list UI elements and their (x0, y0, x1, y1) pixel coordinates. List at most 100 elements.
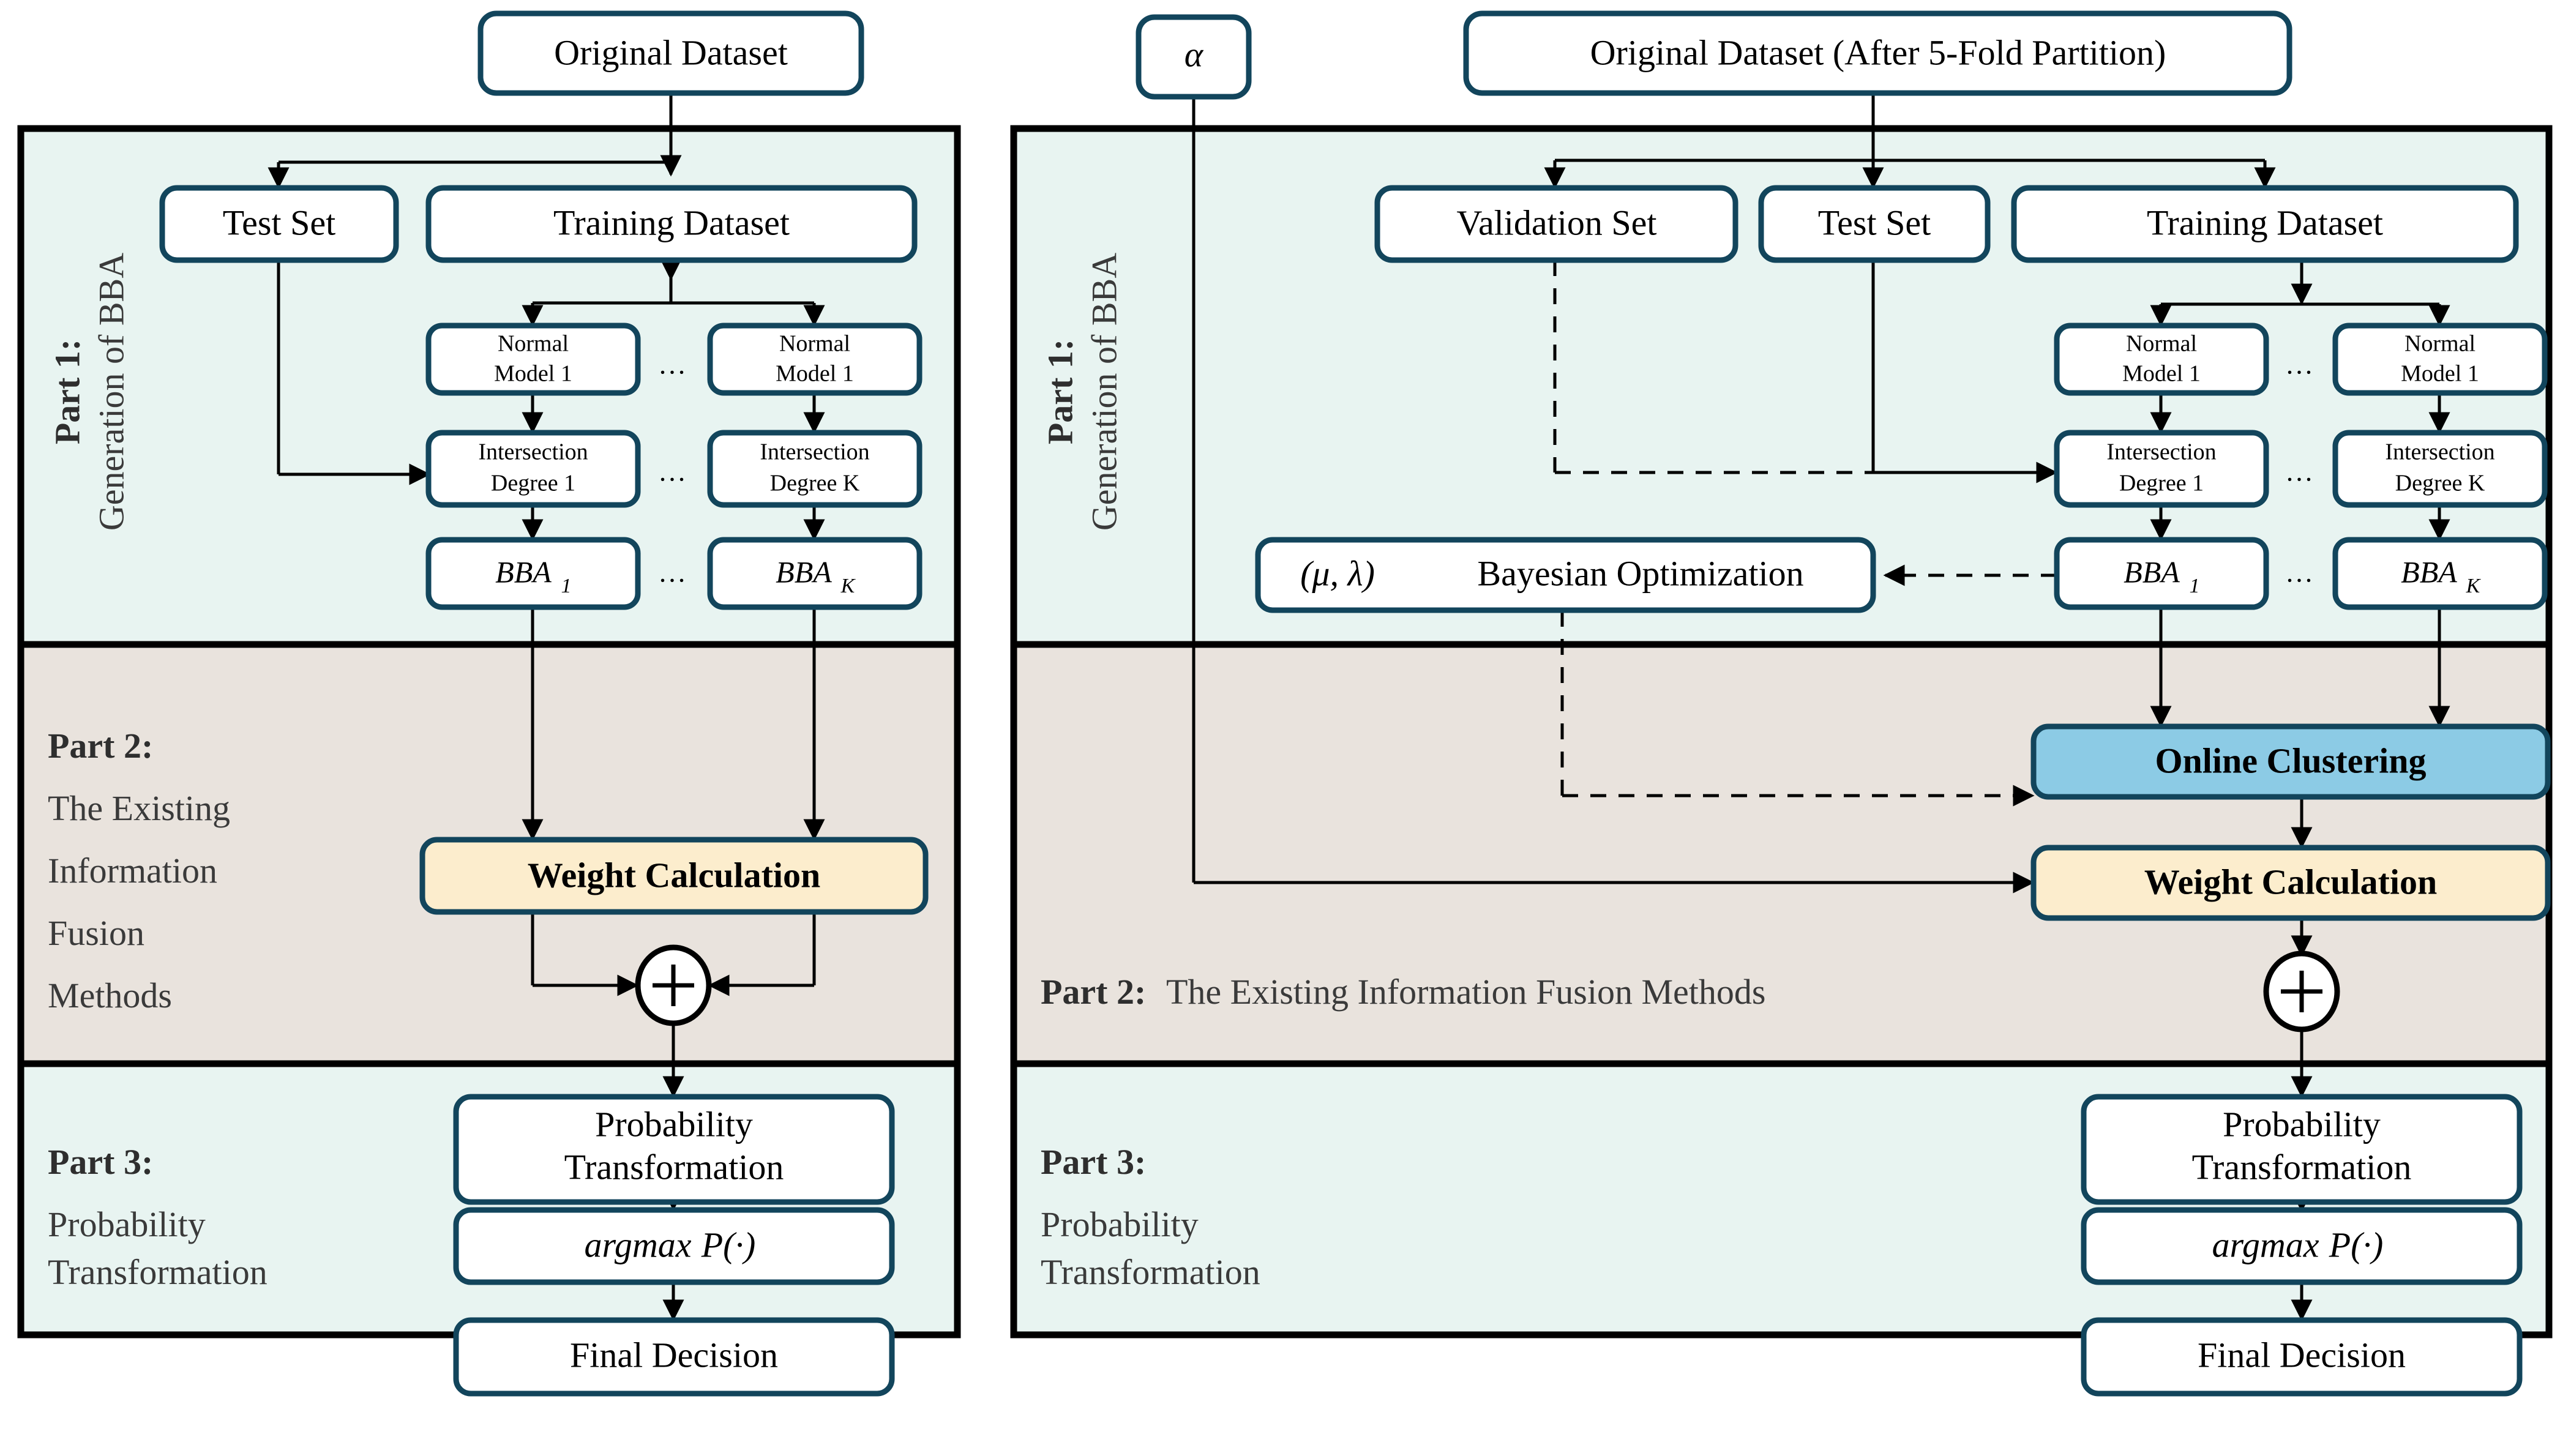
left-argmax-p: P(·) (701, 1225, 756, 1264)
right-weight-calculation-label: Weight Calculation (2144, 862, 2438, 902)
left-normal-model-k-line1: Normal (779, 331, 850, 357)
left-prob-transform-line1: Probability (595, 1104, 753, 1144)
right-panel-border (1010, 125, 2553, 1338)
left-bba-1-label: BBA (495, 554, 552, 589)
left-box-bba-k[interactable]: BBA K (707, 537, 922, 610)
right-part2-label-rest: The Existing Information Fusion Methods (1166, 972, 1766, 1012)
left-bba-ellipsis: ... (659, 557, 688, 588)
left-sum-node (635, 944, 712, 1026)
left-part3-label-bold: Part 3: (48, 1142, 153, 1182)
right-box-intersection-degree-k[interactable]: Intersection Degree K (2332, 430, 2548, 508)
left-test-set-label: Test Set (223, 203, 335, 242)
left-part2-label: Part 2: The Existing Information Fusion … (48, 726, 230, 1015)
right-box-argmax[interactable]: argmax P(·) (2081, 1207, 2523, 1285)
left-training-dataset-label: Training Dataset (553, 203, 790, 242)
right-bayesian-rest: Bayesian Optimization (1477, 553, 1803, 593)
right-part3-label-bold: Part 3: (1041, 1142, 1146, 1182)
right-bba-ellipsis: ... (2286, 557, 2315, 588)
right-prob-transform-line2: Transformation (2192, 1147, 2412, 1187)
left-box-intersection-degree-1[interactable]: Intersection Degree 1 (425, 430, 641, 508)
left-connectors (268, 95, 825, 1321)
left-box-bba-1[interactable]: BBA 1 (425, 537, 641, 610)
left-part2-label-line3: Fusion (48, 913, 144, 953)
left-part3-label: Part 3: Probability Transformation (48, 1142, 268, 1292)
right-box-intersection-degree-1[interactable]: Intersection Degree 1 (2054, 430, 2269, 508)
right-bba-k-subscript: K (2466, 575, 2482, 597)
left-intersection-k-line1: Intersection (760, 439, 869, 465)
left-normal-model-1-line1: Normal (498, 331, 569, 357)
right-validation-set-label: Validation Set (1456, 203, 1656, 242)
right-box-normal-model-1[interactable]: Normal Model 1 (2054, 323, 2269, 396)
left-final-decision-label: Final Decision (570, 1335, 778, 1375)
left-normal-model-k-line2: Model 1 (776, 361, 854, 387)
left-intersection-1-line2: Degree 1 (491, 471, 575, 496)
right-part1-label-bold: Part 1: (1040, 339, 1080, 444)
left-intersection-k-line2: Degree K (770, 471, 860, 496)
right-part3-label-line1: Probability (1041, 1204, 1199, 1244)
right-part1-label-rest: Generation of BBA (1084, 253, 1124, 531)
right-argmax-label: argmax (2212, 1225, 2319, 1264)
right-argmax-p: P(·) (2329, 1225, 2384, 1264)
left-part3-label-line1: Probability (48, 1204, 206, 1244)
left-part2-label-line1: The Existing (48, 788, 230, 828)
right-intersection-1-line1: Intersection (2106, 439, 2216, 465)
right-original-dataset-label: Original Dataset (After 5-Fold Partition… (1590, 32, 2166, 72)
right-intersection-ellipsis: ... (2286, 456, 2315, 487)
right-sum-node (2263, 950, 2340, 1032)
right-bayesian-prefix: (μ, λ) (1300, 553, 1375, 593)
left-normal-model-ellipsis: ... (659, 349, 688, 380)
left-box-final-decision[interactable]: Final Decision (453, 1317, 895, 1397)
right-box-probability-transformation[interactable]: Probability Transformation (2081, 1094, 2523, 1205)
right-box-bba-1[interactable]: BBA 1 (2054, 537, 2269, 610)
right-intersection-1-line2: Degree 1 (2119, 471, 2204, 496)
right-normal-model-k-line2: Model 1 (2401, 361, 2479, 387)
left-box-argmax[interactable]: argmax P(·) (453, 1207, 895, 1285)
left-argmax-label: argmax (584, 1225, 691, 1264)
left-original-dataset-label: Original Dataset (554, 32, 788, 72)
left-weight-calculation-label: Weight Calculation (528, 855, 821, 895)
left-intersection-ellipsis: ... (659, 456, 688, 487)
left-box-normal-model-k[interactable]: Normal Model 1 (707, 323, 922, 396)
right-part2-label: Part 2: The Existing Information Fusion … (1041, 972, 1766, 1012)
right-part3-label-line2: Transformation (1041, 1252, 1260, 1292)
left-box-training-dataset[interactable]: Training Dataset (425, 185, 918, 263)
right-test-set-label: Test Set (1818, 203, 1931, 242)
left-part1-label-bold: Part 1: (47, 339, 87, 444)
left-box-original-dataset[interactable]: Original Dataset (477, 10, 864, 96)
left-part2-label-bold: Part 2: (48, 726, 153, 766)
right-box-test-set[interactable]: Test Set (1758, 185, 1991, 263)
left-bba-1-subscript: 1 (561, 575, 572, 597)
right-box-bba-k[interactable]: BBA K (2332, 537, 2548, 610)
left-prob-transform-line2: Transformation (564, 1147, 784, 1187)
right-normal-model-k-line1: Normal (2404, 331, 2476, 357)
right-intersection-k-line1: Intersection (2385, 439, 2494, 465)
right-box-alpha[interactable]: α (1136, 14, 1252, 100)
left-part1-label: Part 1: Generation of BBA (47, 253, 131, 531)
right-intersection-k-line2: Degree K (2395, 471, 2485, 496)
right-box-online-clustering[interactable]: Online Clustering (2030, 723, 2551, 800)
left-box-probability-transformation[interactable]: Probability Transformation (453, 1094, 895, 1205)
left-bba-k-subscript: K (840, 575, 856, 597)
left-box-weight-calculation[interactable]: Weight Calculation (419, 837, 929, 915)
left-part1-label-rest: Generation of BBA (91, 253, 131, 531)
left-intersection-1-line1: Intersection (478, 439, 588, 465)
right-box-weight-calculation[interactable]: Weight Calculation (2030, 845, 2551, 921)
left-part3-label-line2: Transformation (48, 1252, 268, 1292)
right-prob-transform-line1: Probability (2223, 1104, 2381, 1144)
left-box-normal-model-1[interactable]: Normal Model 1 (425, 323, 641, 396)
right-box-original-dataset[interactable]: Original Dataset (After 5-Fold Partition… (1463, 10, 2292, 96)
right-box-normal-model-k[interactable]: Normal Model 1 (2332, 323, 2548, 396)
right-part2-label-bold: Part 2: (1041, 972, 1146, 1012)
right-normal-model-ellipsis: ... (2286, 349, 2315, 380)
left-box-intersection-degree-k[interactable]: Intersection Degree K (707, 430, 922, 508)
right-box-final-decision[interactable]: Final Decision (2081, 1317, 2523, 1397)
right-alpha-label: α (1184, 34, 1204, 74)
left-normal-model-1-line2: Model 1 (494, 361, 572, 387)
left-box-test-set[interactable]: Test Set (159, 185, 399, 263)
right-box-validation-set[interactable]: Validation Set (1374, 185, 1738, 263)
right-normal-model-1-line1: Normal (2126, 331, 2197, 357)
right-box-training-dataset[interactable]: Training Dataset (2011, 185, 2519, 263)
right-bba-k-label: BBA (2401, 554, 2457, 589)
right-box-bayesian-optimization[interactable]: (μ, λ) Bayesian Optimization (1255, 537, 1876, 613)
